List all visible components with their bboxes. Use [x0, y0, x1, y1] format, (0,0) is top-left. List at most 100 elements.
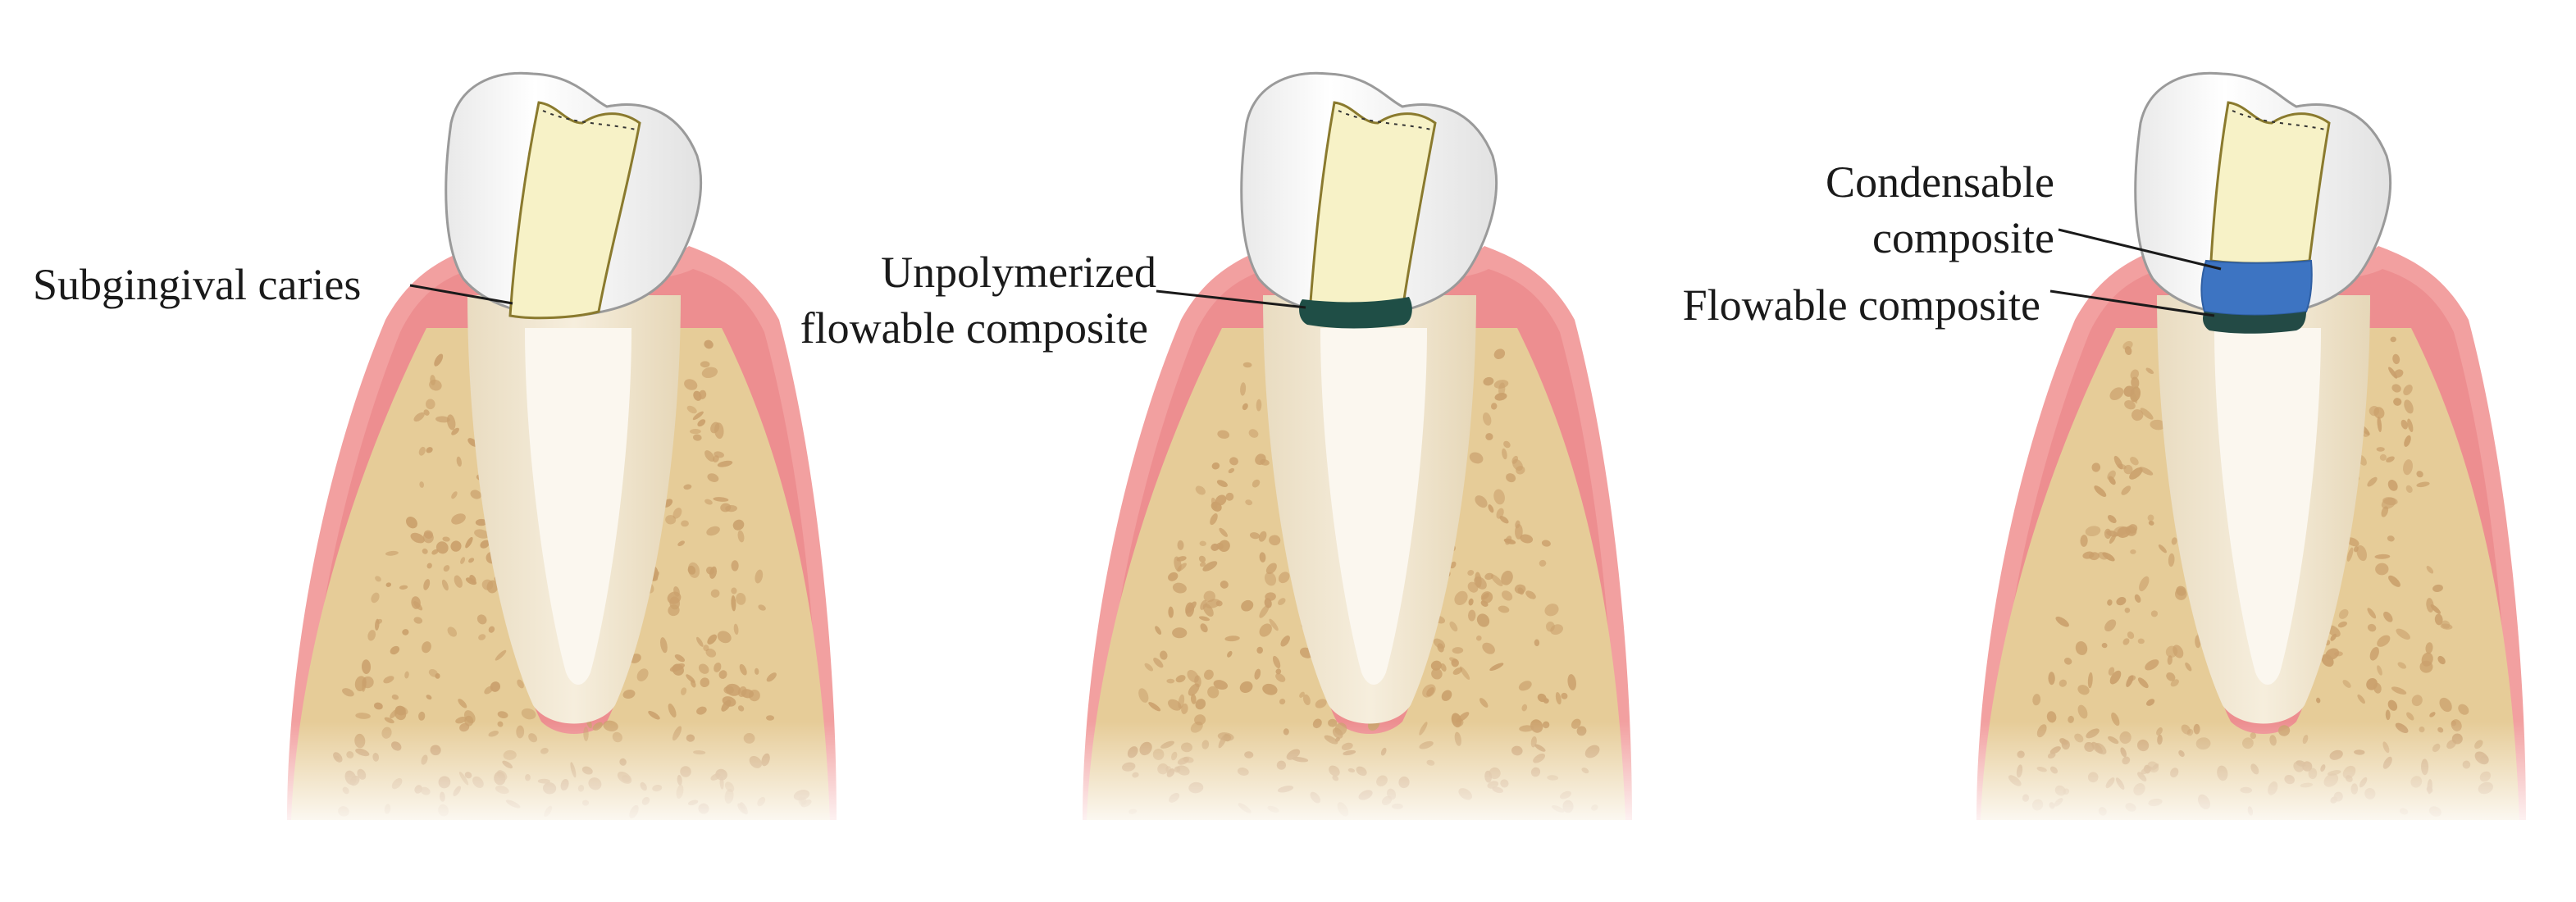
bone-spot [1200, 599, 1207, 610]
bone-spot [1155, 626, 1162, 636]
bone-spot [1567, 674, 1576, 690]
bone-spot [2124, 607, 2131, 613]
bone-spot [2382, 497, 2398, 506]
bone-spot [737, 705, 745, 712]
bone-spot [2134, 594, 2141, 604]
bone-spot [2406, 712, 2414, 721]
bone-spot [1264, 572, 1277, 586]
bone-spot [741, 689, 755, 699]
bone-spot [674, 654, 686, 663]
bone-spot [636, 668, 649, 681]
bone-spot [2377, 416, 2382, 432]
bone-spot [1280, 636, 1290, 647]
bone-spot [1493, 348, 1506, 360]
bone-spot [2390, 336, 2396, 343]
fade-overlay [1066, 722, 1657, 836]
bone-spot [1168, 606, 1174, 618]
bone-spot [1176, 556, 1187, 562]
bone-spot [2106, 530, 2118, 537]
bone-spot [399, 585, 408, 590]
bone-spot [431, 549, 439, 555]
bone-spot [1210, 513, 1218, 526]
panel-subgingival-caries: Subgingival caries [33, 71, 861, 836]
bone-spot [2426, 598, 2434, 613]
bone-spot [684, 379, 698, 390]
bone-spot [1199, 540, 1206, 547]
bone-spot [720, 503, 732, 512]
bone-spot [1503, 440, 1511, 449]
bone-spot [446, 414, 456, 430]
bone-spot [2369, 405, 2380, 417]
bone-spot [1240, 382, 1247, 396]
bone-spot [394, 705, 406, 716]
bone-spot [1220, 581, 1229, 589]
bone-spot [2121, 485, 2131, 495]
bone-spot [2146, 699, 2155, 706]
bone-spot [2104, 619, 2117, 632]
bone-spot [1195, 699, 1206, 710]
bone-spot [718, 670, 727, 679]
bone-spot [2108, 476, 2116, 485]
bone-spot [1269, 618, 1279, 631]
bone-spot [1265, 563, 1277, 575]
bone-spot [1216, 480, 1228, 488]
bone-spot [1452, 647, 1464, 654]
bone-spot [465, 577, 477, 585]
bone-spot [1534, 639, 1540, 647]
bone-spot [406, 517, 417, 529]
bone-spot [355, 713, 371, 719]
bone-spot [1518, 681, 1532, 691]
bone-spot [422, 641, 431, 654]
bone-spot [1299, 691, 1305, 698]
bone-spot [2434, 613, 2443, 626]
bone-spot [1490, 574, 1503, 587]
bone-spot [691, 680, 696, 688]
bone-spot [2375, 563, 2389, 576]
bone-spot [668, 604, 680, 617]
bone-spot [1248, 429, 1259, 438]
bone-spot [385, 582, 392, 587]
bone-spot [2145, 659, 2159, 671]
bone-spot [430, 375, 436, 385]
bone-spot [1259, 552, 1266, 563]
bone-spot [2109, 387, 2124, 401]
bone-spot [2108, 514, 2117, 524]
bone-spot [2379, 453, 2387, 461]
bone-spot [1430, 660, 1442, 671]
bone-spot [2055, 616, 2069, 627]
bone-spot [2101, 642, 2108, 649]
bone-spot [667, 591, 682, 604]
bone-spot [1269, 535, 1281, 546]
bone-spot [733, 623, 739, 636]
bone-spot [2097, 552, 2109, 560]
bone-spot [464, 710, 476, 724]
bone-spot [698, 663, 709, 674]
label-text-condensable: Condensable [1826, 157, 2054, 207]
bone-spot [1148, 702, 1161, 712]
bone-spot [435, 541, 449, 554]
bone-spot [2387, 699, 2398, 711]
bone-spot [707, 634, 718, 645]
bone-spot [354, 676, 367, 692]
bone-spot [713, 497, 729, 502]
bone-spot [2369, 646, 2379, 661]
remaining-cavity [2209, 101, 2331, 265]
bone-spot [1514, 584, 1526, 594]
bone-spot [426, 447, 433, 453]
bone-spot [721, 699, 732, 712]
bone-spot [710, 589, 720, 598]
bone-spot [2342, 680, 2351, 688]
bone-spot [2107, 599, 2113, 606]
bone-spot [2137, 638, 2145, 645]
bone-spot [2387, 480, 2398, 491]
bone-spot [2403, 459, 2413, 476]
bone-spot [428, 668, 438, 677]
bone-spot [2416, 481, 2430, 488]
bone-spot [1521, 704, 1528, 712]
bone-spot [1489, 663, 1504, 672]
bone-spot [418, 711, 426, 721]
bone-spot [1537, 693, 1547, 703]
leader-line [409, 284, 513, 305]
bone-spot [1252, 479, 1261, 488]
bone-spot [2130, 457, 2139, 466]
